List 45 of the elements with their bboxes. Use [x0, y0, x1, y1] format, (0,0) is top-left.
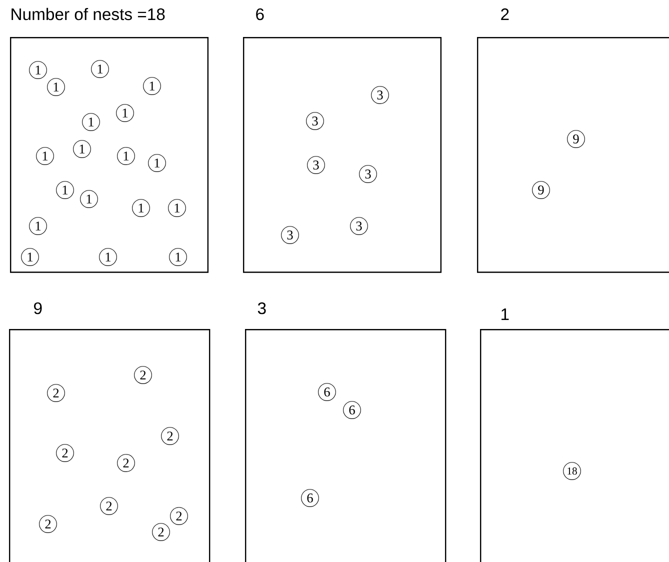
node-label: 1: [502, 308, 509, 320]
circled-number: 1: [80, 190, 98, 208]
node-label: 2: [501, 8, 509, 20]
circled-number: 1: [47, 78, 65, 96]
circled-number: 9: [567, 130, 585, 148]
circled-number: 9: [532, 181, 550, 199]
circled-number: 3: [281, 226, 299, 244]
circled-number: 1: [116, 104, 134, 122]
circled-number: 2: [152, 523, 170, 541]
circled-number: 2: [161, 427, 179, 445]
circled-number: 3: [359, 165, 377, 183]
circled-number: 1: [132, 199, 150, 217]
circled-number: 1: [29, 61, 47, 79]
circled-number: 1: [56, 181, 74, 199]
node-label: 3: [258, 302, 266, 314]
node-label: Number of nests =18: [12, 8, 165, 20]
circled-number: 1: [29, 217, 47, 235]
circled-number: 1: [36, 147, 54, 165]
circled-number: 2: [47, 384, 65, 402]
circled-number: 3: [306, 112, 324, 130]
circled-number: 1: [143, 77, 161, 95]
circled-number: 1: [99, 248, 117, 266]
circled-number: 18: [563, 462, 581, 480]
circled-number: 2: [39, 515, 57, 533]
circled-number: 3: [350, 217, 368, 235]
circled-number: 3: [371, 86, 389, 104]
circled-number: 2: [56, 444, 74, 462]
circled-number: 1: [148, 154, 166, 172]
circled-number: 2: [134, 366, 152, 384]
circled-number: 1: [21, 248, 39, 266]
circled-number: 6: [343, 401, 361, 419]
circled-number: 3: [307, 156, 325, 174]
circled-number: 1: [82, 113, 100, 131]
circled-number: 1: [91, 60, 109, 78]
circled-number: 2: [117, 454, 135, 472]
circled-number: 1: [168, 199, 186, 217]
circled-number: 2: [170, 507, 188, 525]
circled-number: 1: [117, 147, 135, 165]
circled-number: 1: [73, 140, 91, 158]
circled-number: 6: [301, 489, 319, 507]
node-label: 6: [256, 8, 264, 20]
circled-number: 6: [318, 383, 336, 401]
circled-number: 1: [169, 248, 187, 266]
circled-number: 2: [100, 497, 118, 515]
node-label: 9: [34, 302, 42, 314]
